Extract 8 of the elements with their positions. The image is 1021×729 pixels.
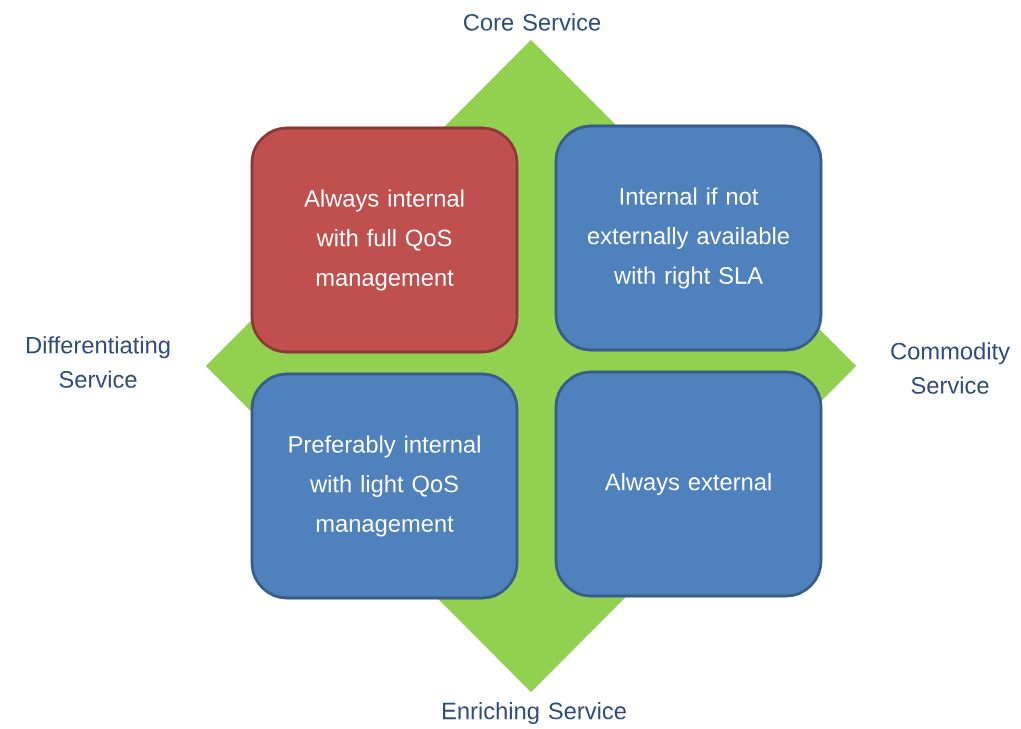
- quadrant-box: Always external: [554, 370, 823, 598]
- quadrant-box: Internal if not externally available with right SLA: [554, 124, 823, 352]
- axis-label: Differentiating Service: [27, 336, 170, 388]
- quadrant-box: Always internal with full QoS management: [250, 126, 519, 354]
- axis-label: Enriching Service: [443, 701, 626, 725]
- axis-label: Core Service: [464, 13, 601, 31]
- axis-label: Commodity Service: [891, 342, 1010, 394]
- quadrant-box: Preferably internal with light QoS management: [250, 372, 519, 600]
